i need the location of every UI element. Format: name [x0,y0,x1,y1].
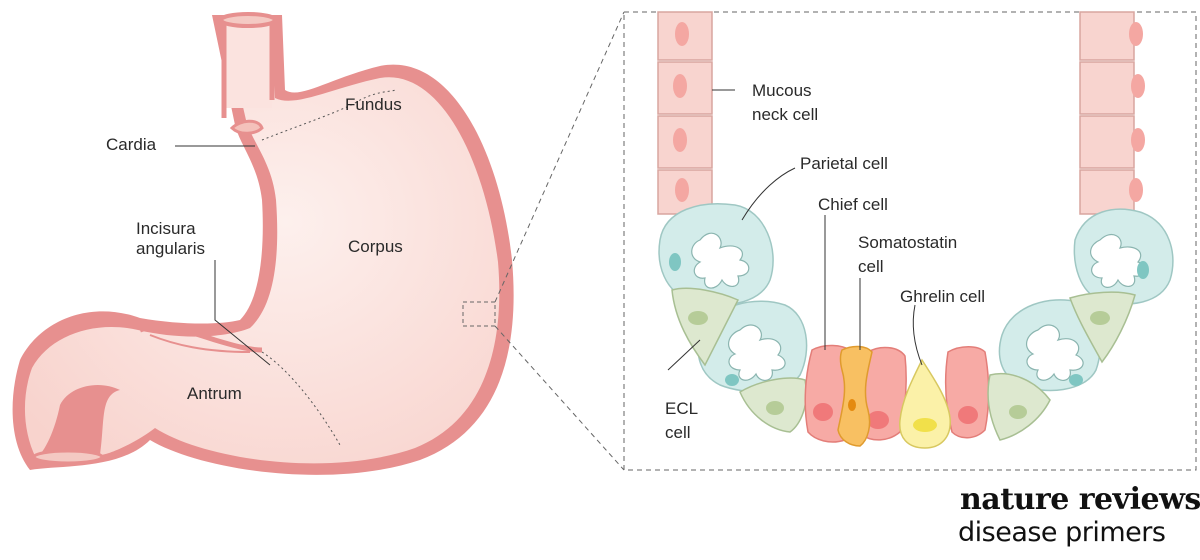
label-cardia: Cardia [106,135,157,154]
label-incisura-line1: Incisura [136,219,196,238]
zoom-box [462,301,496,327]
parietal-cell [658,203,774,306]
label-mucous-line2: neck cell [752,105,818,124]
label-ecl-line2: cell [665,423,691,442]
ghrelin-cell [899,358,951,449]
label-incisura-line2: angularis [136,239,205,258]
parietal-cell-lower-right [998,299,1101,392]
brand-title: nature reviews [960,482,1200,517]
stomach-inner [24,24,500,464]
label-chief: Chief cell [818,195,888,214]
label-corpus: Corpus [348,237,403,256]
esophagus [224,18,272,108]
label-mucous-line1: Mucous [752,81,812,100]
ecl-cell-right [1069,291,1136,364]
label-somatostatin-line2: cell [858,257,884,276]
label-antrum: Antrum [187,384,242,403]
brand-subtitle: disease primers [958,517,1166,548]
label-ecl-line1: ECL [665,399,698,418]
ecl-cell [671,287,740,367]
inset-frame [623,11,1197,471]
somatostatin-cell [837,345,873,447]
mucous-cells-right [1079,11,1135,215]
label-fundus: Fundus [345,95,402,114]
gastric-gland [657,11,1174,449]
label-ghrelin: Ghrelin cell [900,287,985,306]
parietal-cell-right [1073,208,1174,305]
stomach-illustration [12,11,625,475]
label-parietal: Parietal cell [800,154,888,173]
label-somatostatin-line1: Somatostatin [858,233,957,252]
